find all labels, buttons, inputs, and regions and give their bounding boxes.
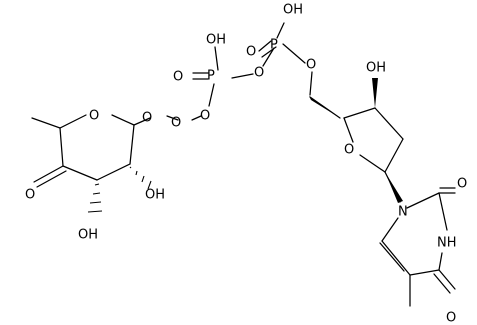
atom-label-p1: P xyxy=(270,38,278,53)
atom-labels: OH O P O OH O P O O O O OH O O OH O OH N… xyxy=(25,3,467,325)
atom-label-p2: P xyxy=(207,69,215,84)
atom-label-c2-o: O xyxy=(457,177,467,192)
atom-label-p2-double-o: O xyxy=(173,70,183,85)
atom-label-n3h: NH xyxy=(437,236,457,251)
atom-label-o-ring-deoxyribose: O xyxy=(344,143,354,158)
atom-label-oh-c3: OH xyxy=(78,228,98,243)
atom-label-c4-o: O xyxy=(446,311,456,325)
atom-label-o-bridge: O xyxy=(254,66,264,81)
atom-label-o-p2-b: O xyxy=(171,116,181,131)
atom-label-o-ring-pyranose: O xyxy=(89,109,99,124)
bond-skeleton xyxy=(31,22,456,307)
atom-label-n1: N xyxy=(398,205,408,220)
atom-label-p1-oh: OH xyxy=(283,3,303,18)
atom-label-oh-3prime: OH xyxy=(366,61,386,76)
atom-label-o-anomeric: O xyxy=(142,111,152,126)
atom-label-p2-oh: OH xyxy=(206,33,226,48)
stereo-bonds xyxy=(87,78,403,213)
atom-label-oh-c2: OH xyxy=(145,188,165,203)
atom-label-o-p2-a: O xyxy=(200,109,210,124)
atom-label-o-keto: O xyxy=(25,188,35,203)
atom-label-o-c5prime: O xyxy=(306,58,316,73)
atom-label-p1-double-o: O xyxy=(246,45,256,60)
